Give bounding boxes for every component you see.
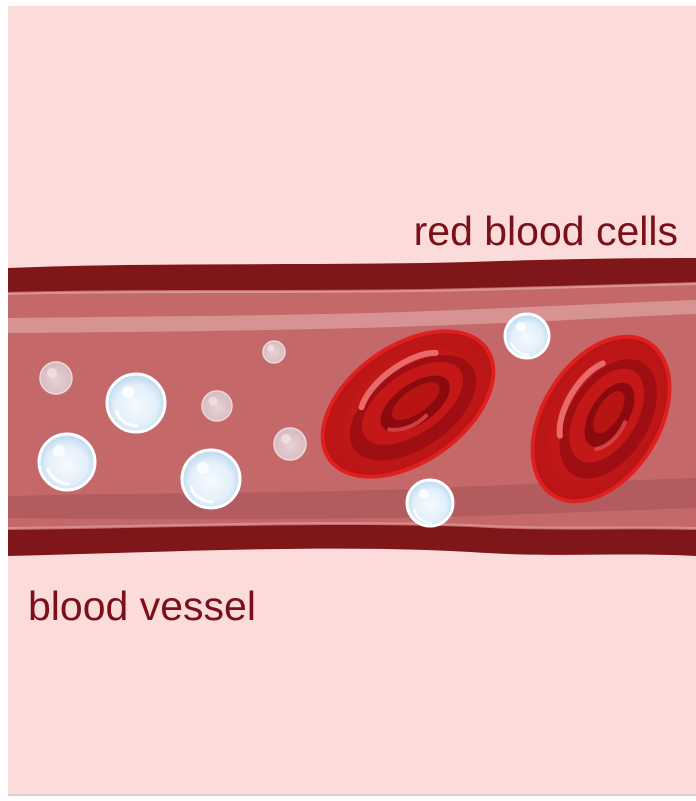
- bubble-icon: [39, 434, 95, 490]
- bubble-icon: [407, 480, 453, 526]
- faint-bubble-icon: [274, 428, 306, 460]
- faint-bubble-icon: [202, 391, 232, 421]
- red-blood-cells-label: red blood cells: [414, 211, 678, 252]
- blood-vessel-label: blood vessel: [28, 586, 256, 627]
- bubble-icon: [505, 314, 549, 358]
- faint-bubble-icon: [263, 341, 285, 363]
- bubble-icon: [107, 374, 165, 432]
- faint-bubble-icon: [40, 362, 72, 394]
- bubble-icon: [182, 450, 240, 508]
